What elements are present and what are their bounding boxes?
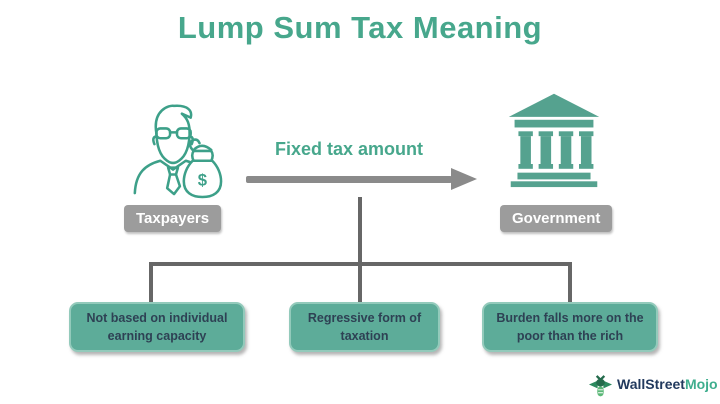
characteristic-text-line: Burden falls more on the [496, 310, 644, 325]
connector-vertical-center [358, 197, 362, 303]
taxpayer-money-bag-icon: $ [133, 104, 223, 199]
connector-vertical-left [149, 262, 153, 303]
connector-horizontal [149, 262, 572, 266]
characteristic-box-burden: Burden falls more on the poor than the r… [482, 302, 658, 352]
svg-text:$: $ [198, 170, 208, 189]
government-building-icon [508, 93, 600, 188]
wallstreetmojo-bull-icon [588, 374, 613, 396]
characteristic-text-line: poor than the rich [516, 329, 624, 343]
page-title: Lump Sum Tax Meaning [177, 10, 543, 45]
brand-name-secondary: Mojo [684, 376, 718, 392]
government-label: Government [500, 205, 613, 232]
arrow-label: Fixed tax amount [274, 139, 424, 159]
wallstreetmojo-logo: WallStreetMojo [588, 371, 718, 399]
flow-arrow-line [246, 176, 452, 183]
characteristic-text-line: earning capacity [107, 329, 207, 343]
brand-name-primary: WallStreet [617, 376, 685, 392]
characteristic-text-line: Regressive form of [307, 310, 422, 325]
flow-arrow-head [451, 168, 477, 190]
taxpayers-label: Taxpayers [124, 205, 222, 232]
characteristic-text-line: taxation [340, 329, 389, 343]
connector-vertical-right [568, 262, 572, 303]
characteristic-box-earning-capacity: Not based on individual earning capacity [69, 302, 245, 352]
characteristic-text-line: Not based on individual [86, 310, 228, 325]
characteristic-box-regressive: Regressive form of taxation [289, 302, 440, 352]
